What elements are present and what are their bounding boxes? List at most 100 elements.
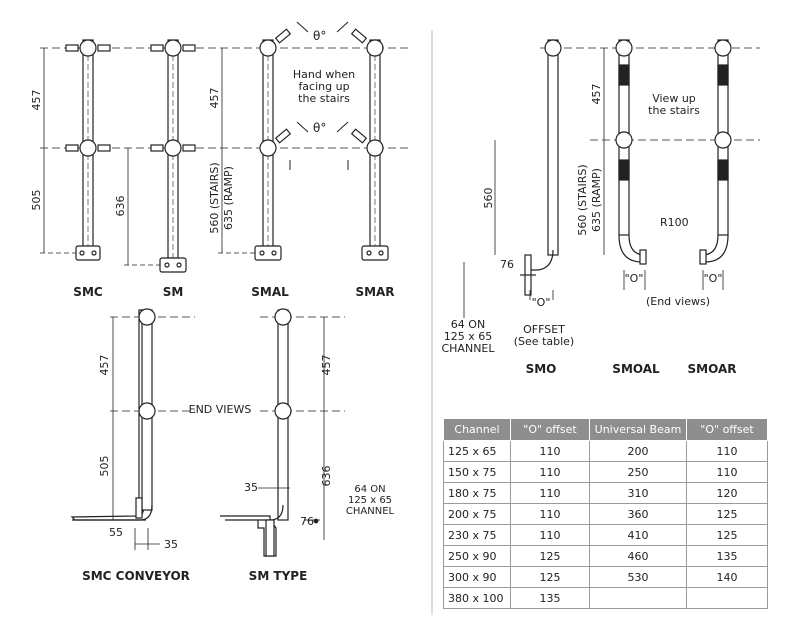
end-views-label: END VIEWS bbox=[189, 403, 252, 416]
dimension-lines-conveyor bbox=[112, 317, 160, 550]
angle-label-bottom: θ° bbox=[313, 121, 326, 135]
stanchion-sm-type bbox=[220, 308, 292, 557]
cell-universal-beam bbox=[589, 587, 687, 609]
dim-457-conveyor: 457 bbox=[98, 355, 111, 376]
caption-sm: SM bbox=[163, 285, 184, 299]
captions-right: SMO SMOAL SMOAR bbox=[526, 362, 737, 376]
cell-channel: 380 x 100 bbox=[443, 587, 511, 609]
channel-note-smo-3: CHANNEL bbox=[441, 342, 495, 355]
hand-note: Hand when facing up the stairs bbox=[293, 68, 355, 105]
cell-beam-offset: 120 bbox=[686, 482, 768, 504]
caption-sm-type: SM TYPE bbox=[249, 569, 308, 583]
dim-635-ramp-smal: 635 (RAMP) bbox=[222, 166, 235, 230]
dim-35-smtype: 35 bbox=[244, 481, 258, 494]
dim-505-smc: 505 bbox=[30, 190, 43, 211]
stanchion-smal bbox=[254, 28, 292, 261]
hand-note-line-1: Hand when bbox=[293, 68, 355, 81]
cell-universal-beam: 310 bbox=[589, 482, 687, 504]
dim-55-conveyor: 55 bbox=[109, 526, 123, 539]
o-offset-smoar: "O" bbox=[704, 272, 723, 285]
dim-560-stairs-smal: 560 (STAIRS) bbox=[208, 162, 221, 233]
dim-636-sm: 636 bbox=[114, 196, 127, 217]
col-header-channel-offset: "O" offset bbox=[510, 418, 590, 441]
captions-top: SMC SM SMAL SMAR bbox=[73, 285, 394, 299]
cell-universal-beam: 460 bbox=[589, 545, 687, 567]
col-header-channel: Channel bbox=[443, 418, 511, 441]
dimension-lines-smoar bbox=[702, 270, 724, 290]
cell-channel-offset: 110 bbox=[510, 440, 590, 462]
o-offset-smo: "O" bbox=[532, 296, 551, 309]
dimension-lines-smo bbox=[463, 140, 554, 318]
cell-channel: 150 x 75 bbox=[443, 461, 511, 483]
dim-560-stairs-smoal: 560 (STAIRS) bbox=[576, 164, 589, 235]
angle-arrows bbox=[289, 21, 349, 170]
stanchion-smc bbox=[65, 39, 111, 261]
offset-table: Channel "O" offset Universal Beam "O" of… bbox=[443, 418, 768, 609]
cell-universal-beam: 200 bbox=[589, 440, 687, 462]
caption-smo: SMO bbox=[526, 362, 557, 376]
col-header-beam-offset: "O" offset bbox=[686, 418, 768, 441]
cell-channel-offset: 125 bbox=[510, 566, 590, 588]
channel-note-smtype-2: 125 x 65 bbox=[348, 495, 392, 506]
cell-channel-offset: 110 bbox=[510, 524, 590, 546]
table-header-row: Channel "O" offset Universal Beam "O" of… bbox=[443, 418, 768, 441]
cell-beam-offset: 110 bbox=[686, 440, 768, 462]
dim-35-conveyor: 35 bbox=[164, 538, 178, 551]
caption-smoar: SMOAR bbox=[688, 362, 737, 376]
cell-beam-offset: 110 bbox=[686, 461, 768, 483]
cell-universal-beam: 250 bbox=[589, 461, 687, 483]
dim-457-smc: 457 bbox=[30, 90, 43, 111]
r100-label: R100 bbox=[660, 216, 689, 229]
cell-channel: 250 x 90 bbox=[443, 545, 511, 567]
cell-channel-offset: 135 bbox=[510, 587, 590, 609]
cell-channel: 230 x 75 bbox=[443, 524, 511, 546]
angle-labels: θ° θ° bbox=[313, 29, 326, 135]
dim-457-smal: 457 bbox=[208, 88, 221, 109]
offset-note-2: (See table) bbox=[514, 335, 574, 348]
stanchion-smoal bbox=[615, 39, 647, 265]
cell-beam-offset: 125 bbox=[686, 524, 768, 546]
dimension-labels-right: 560 76 "O" 64 ON 125 x 65 CHANNEL OFFSET… bbox=[441, 84, 722, 356]
view-note-1: View up bbox=[652, 92, 696, 105]
channel-note-smtype-3: CHANNEL bbox=[346, 506, 395, 517]
stanchion-smo bbox=[520, 39, 562, 296]
cell-channel: 125 x 65 bbox=[443, 440, 511, 462]
dim-505-conveyor: 505 bbox=[98, 456, 111, 477]
cell-channel-offset: 110 bbox=[510, 461, 590, 483]
dimension-lines-smtype bbox=[258, 317, 325, 540]
dim-76-smtype: 76 bbox=[300, 515, 314, 528]
caption-smoal: SMOAL bbox=[612, 362, 660, 376]
end-views-paren: (End views) bbox=[646, 295, 710, 308]
cell-beam-offset: 135 bbox=[686, 545, 768, 567]
cell-channel-offset: 110 bbox=[510, 503, 590, 525]
dim-560-smo: 560 bbox=[482, 188, 495, 209]
dimension-labels-left: 457 505 636 457 560 (STAIRS) 635 (RAMP) bbox=[30, 88, 235, 234]
o-offset-smoal: "O" bbox=[625, 272, 644, 285]
cell-beam-offset bbox=[686, 587, 768, 609]
dim-457-smoal: 457 bbox=[590, 84, 603, 105]
stanchion-smar bbox=[350, 28, 389, 261]
cell-channel: 180 x 75 bbox=[443, 482, 511, 504]
cell-beam-offset: 125 bbox=[686, 503, 768, 525]
cell-channel-offset: 110 bbox=[510, 482, 590, 504]
angle-label-top: θ° bbox=[313, 29, 326, 43]
caption-smc-conveyor: SMC CONVEYOR bbox=[82, 569, 190, 583]
dim-635-ramp-smoal: 635 (RAMP) bbox=[590, 168, 603, 232]
dimension-lines-smoal bbox=[603, 48, 646, 290]
cell-universal-beam: 360 bbox=[589, 503, 687, 525]
caption-smc: SMC bbox=[73, 285, 103, 299]
dim-76-smo: 76 bbox=[500, 258, 514, 271]
stanchion-smoar bbox=[699, 39, 732, 265]
channel-note-smo-2: 125 x 65 bbox=[444, 330, 493, 343]
offset-note-1: OFFSET bbox=[523, 323, 565, 336]
hand-note-line-3: the stairs bbox=[298, 92, 350, 105]
channel-note-smo-1: 64 ON bbox=[451, 318, 485, 331]
